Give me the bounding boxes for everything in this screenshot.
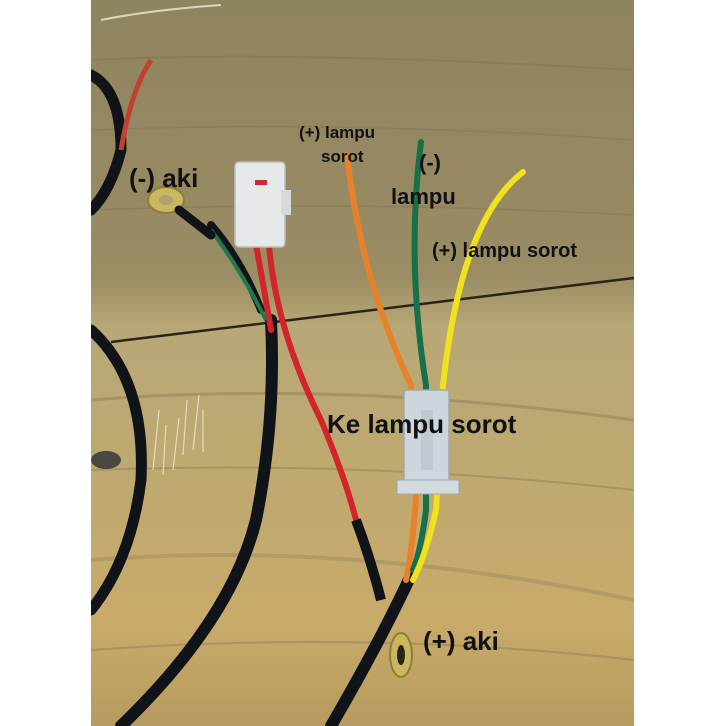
label-positive-lamp-top-line1: (+) lampu [299,123,375,142]
scratch-marks [100,4,222,476]
yellow-wire [410,169,526,583]
label-positive-lamp-top-line2: sorot [321,147,364,166]
label-negative-battery: (-) aki [129,163,198,193]
board-seam [110,276,634,344]
label-negative-lamp-line2: lampu [391,184,456,209]
black-sleeve [351,518,386,602]
wiring-photo: (-) aki (+) lampu sorot (-) lampu (+) la… [91,0,634,726]
label-to-headlight: Ke lampu sorot [327,409,517,439]
label-positive-lamp-right: (+) lampu sorot [432,240,577,262]
green-wire [410,139,429,573]
orange-wire [344,152,420,583]
wood-surface [91,0,634,726]
dark-stain [91,451,121,469]
label-negative-lamp-line1: (-) [419,150,441,175]
lamp-wires [344,139,526,583]
label-positive-battery: (+) aki [423,626,499,656]
red-wires [253,242,359,523]
three-pin-connector [396,389,460,495]
green-wire-left [209,228,268,321]
two-pin-connector [234,161,291,248]
red-wire-top [118,58,154,151]
